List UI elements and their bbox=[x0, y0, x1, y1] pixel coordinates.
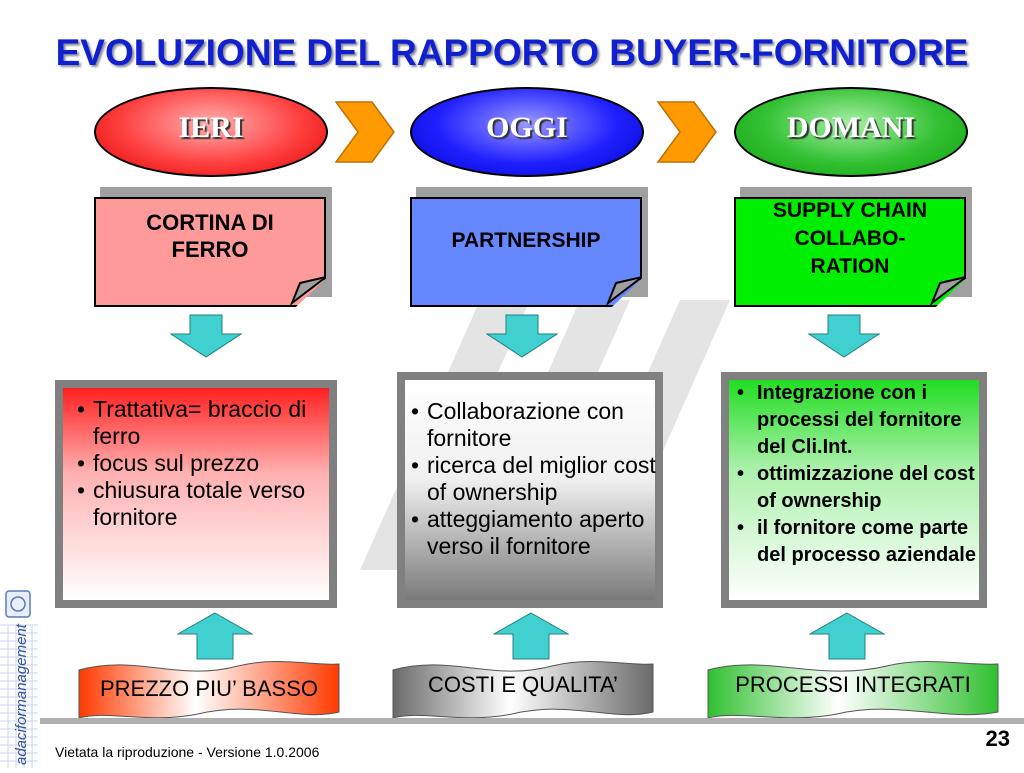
list-item: ricerca del miglior cost of ownership bbox=[407, 452, 657, 506]
bullet-list: Collaborazione con fornitore ricerca del… bbox=[407, 398, 657, 560]
card-line: CORTINA DI bbox=[146, 210, 274, 235]
bullet-list: Trattativa= braccio di ferro focus sul p… bbox=[73, 396, 333, 531]
arrow-up-icon bbox=[809, 612, 885, 660]
list-item: chiusura totale verso fornitore bbox=[73, 477, 333, 531]
list-item: Integrazione con i processi del fornitor… bbox=[733, 380, 983, 461]
arrow-down-icon bbox=[170, 314, 242, 358]
stage-label: DOMANI bbox=[786, 111, 916, 144]
list-item: il fornitore come parte del processo azi… bbox=[733, 515, 983, 569]
arrow-down-icon bbox=[486, 314, 558, 358]
page-number: 23 bbox=[985, 726, 1010, 751]
bullet-list: Integrazione con i processi del fornitor… bbox=[733, 380, 983, 569]
page-title: EVOLUZIONE DEL RAPPORTO BUYER-FORNITORE bbox=[55, 32, 969, 73]
stage-oval-ieri: IERI bbox=[94, 87, 328, 177]
chevron-right-icon bbox=[334, 101, 395, 163]
footer-text: Vietata la riproduzione - Versione 1.0.2… bbox=[55, 744, 320, 760]
content-box-domani: Integrazione con i processi del fornitor… bbox=[721, 372, 987, 608]
list-item: atteggiamento aperto verso il fornitore bbox=[407, 506, 657, 560]
banner-costi-qualita: COSTI E QUALITA’ bbox=[392, 660, 654, 722]
arrow-down-icon bbox=[808, 314, 880, 358]
card-line: FERRO bbox=[171, 237, 249, 262]
card-line: SUPPLY CHAIN bbox=[772, 199, 928, 222]
card-line: RATION bbox=[810, 255, 890, 278]
chevron-right-icon bbox=[656, 101, 717, 163]
content-box-oggi: Collaborazione con fornitore ricerca del… bbox=[397, 372, 663, 608]
arrow-up-icon bbox=[493, 612, 569, 660]
list-item: ottimizzazione del cost of ownership bbox=[733, 461, 983, 515]
list-item: focus sul prezzo bbox=[73, 450, 333, 477]
banner-processi-integrati: PROCESSI INTEGRATI bbox=[707, 660, 999, 722]
list-item: Trattativa= braccio di ferro bbox=[73, 396, 333, 450]
banner-label: PREZZO PIU’ BASSO bbox=[99, 676, 318, 701]
content-box-ieri: Trattativa= braccio di ferro focus sul p… bbox=[55, 380, 337, 608]
stage-oval-oggi: OGGI bbox=[410, 87, 644, 177]
arrow-up-icon bbox=[177, 612, 253, 660]
card-line: COLLABO- bbox=[794, 227, 906, 250]
footer-divider bbox=[40, 718, 1024, 724]
banner-prezzo: PREZZO PIU’ BASSO bbox=[78, 660, 340, 722]
brand-logo: adaciformanagement bbox=[0, 585, 38, 768]
card-line: PARTNERSHIP bbox=[451, 229, 601, 252]
stage-label: IERI bbox=[178, 111, 244, 144]
stage-oval-domani: DOMANI bbox=[734, 87, 968, 177]
banner-label: PROCESSI INTEGRATI bbox=[735, 672, 971, 697]
logo-text: adaciformanagement bbox=[13, 623, 30, 765]
stage-label: OGGI bbox=[486, 111, 568, 144]
list-item: Collaborazione con fornitore bbox=[407, 398, 657, 452]
banner-label: COSTI E QUALITA’ bbox=[428, 672, 618, 697]
